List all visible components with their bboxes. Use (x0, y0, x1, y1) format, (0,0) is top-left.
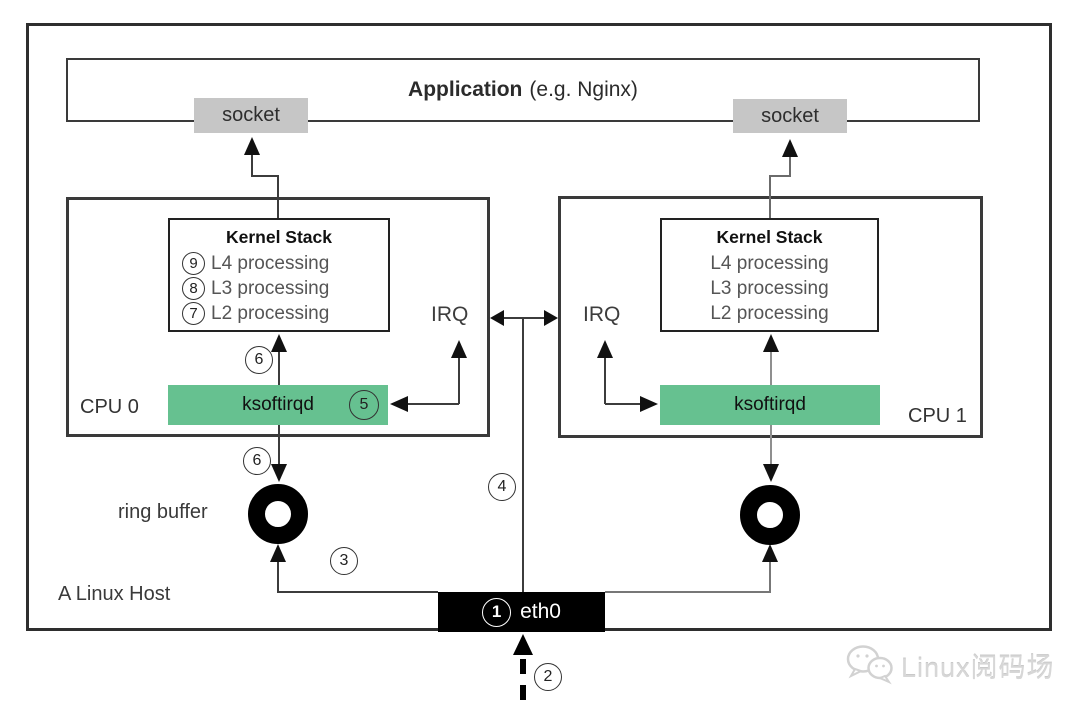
watermark: Linux阅码场 (843, 643, 1055, 687)
eth0-box: 1 eth0 (438, 592, 605, 632)
irq-label-right: IRQ (583, 303, 621, 326)
cpu1-label: CPU 1 (908, 405, 967, 427)
socket-box-left: socket (194, 98, 308, 133)
step-6-badge-lower: 6 (243, 447, 271, 475)
step-4-badge: 4 (488, 473, 516, 501)
kernel-layer-l3: L3 processing (710, 277, 829, 299)
kernel-layer-l4: L4 processing (710, 252, 829, 274)
kernel-layer-l2: 7 L2 processing (170, 301, 388, 326)
step-3-badge: 3 (330, 547, 358, 575)
ksoftirqd-box-cpu1: ksoftirqd (660, 385, 880, 425)
step-1-badge: 1 (482, 597, 512, 627)
step-9-badge: 9 (182, 252, 205, 275)
kernel-layer-l4: 9 L4 processing (170, 251, 388, 276)
ring-buffer-label: ring buffer (118, 501, 208, 523)
irq-label-left: IRQ (431, 303, 469, 326)
kernel-layer-l2: L2 processing (710, 302, 829, 324)
application-title: Application (408, 78, 523, 101)
cpu0-label: CPU 0 (80, 396, 139, 418)
step-5-badge: 5 (349, 390, 379, 420)
linux-host-label: A Linux Host (58, 583, 171, 605)
kernel-layer-l3: 8 L3 processing (170, 276, 388, 301)
kernel-stack-box-cpu1: Kernel Stack L4 processing L3 processing… (660, 218, 879, 332)
kernel-stack-title: Kernel Stack (225, 227, 333, 247)
step-2-badge: 2 (534, 663, 562, 691)
socket-box-right: socket (733, 99, 847, 133)
eth0-label: eth0 (520, 600, 561, 623)
step-7-badge: 7 (182, 302, 205, 325)
watermark-text: Linux阅码场 (901, 652, 1055, 683)
step-6-badge-upper: 6 (245, 346, 273, 374)
application-subtitle: (e.g. Nginx) (529, 78, 638, 101)
kernel-stack-box-cpu0: Kernel Stack 9 L4 processing 8 L3 proces… (168, 218, 390, 332)
wechat-bubbles-icon (846, 645, 893, 685)
step-8-badge: 8 (182, 277, 205, 300)
kernel-stack-title: Kernel Stack (716, 227, 823, 247)
